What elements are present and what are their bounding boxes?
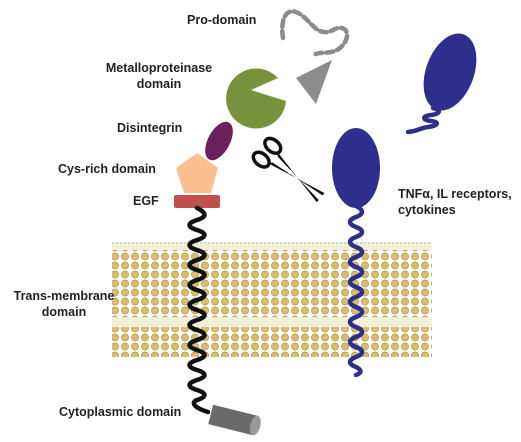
membrane-bound-substrate bbox=[332, 128, 380, 378]
disintegrin-label: Disintegrin bbox=[117, 121, 183, 135]
cell-membrane bbox=[112, 242, 432, 357]
released-substrate bbox=[405, 33, 477, 135]
transmembrane-label-line2: domain bbox=[41, 305, 87, 319]
substrate-head bbox=[332, 128, 380, 208]
pro-domain-label: Pro-domain bbox=[187, 13, 257, 27]
cytoplasmic-domain bbox=[208, 404, 261, 436]
metalloproteinase-domain bbox=[226, 68, 286, 129]
transmembrane-label: Trans-membrane domain bbox=[4, 288, 124, 320]
substrate-label: TNFα, IL receptors, cytokines bbox=[398, 186, 512, 218]
scissors-icon bbox=[251, 136, 325, 203]
substrate-label-line2: cytokines bbox=[398, 203, 456, 217]
metalloproteinase-label: Metalloproteinase domain bbox=[84, 60, 234, 92]
substrate-label-line1: TNFα, IL receptors, bbox=[398, 187, 512, 201]
transmembrane-label-line1: Trans-membrane bbox=[13, 289, 115, 303]
pro-domain bbox=[280, 9, 350, 104]
transmembrane-coil bbox=[187, 205, 211, 415]
egf-domain bbox=[174, 195, 220, 208]
substrate-coil bbox=[347, 203, 365, 378]
egf-label: EGF bbox=[133, 194, 159, 208]
released-substrate-head bbox=[423, 33, 477, 111]
outer-lipid-layer bbox=[112, 250, 432, 317]
cys-rich-domain bbox=[176, 153, 218, 193]
disintegrin-domain bbox=[205, 121, 233, 161]
inner-lipid-layer bbox=[112, 327, 432, 357]
metalloproteinase-label-line2: domain bbox=[136, 77, 182, 91]
cytoplasmic-label: Cytoplasmic domain bbox=[59, 405, 182, 419]
metalloproteinase-label-line1: Metalloproteinase bbox=[105, 61, 213, 75]
released-substrate-tail bbox=[405, 105, 441, 135]
cys-rich-label: Cys-rich domain bbox=[58, 162, 156, 176]
pro-domain-triangle bbox=[296, 60, 332, 104]
